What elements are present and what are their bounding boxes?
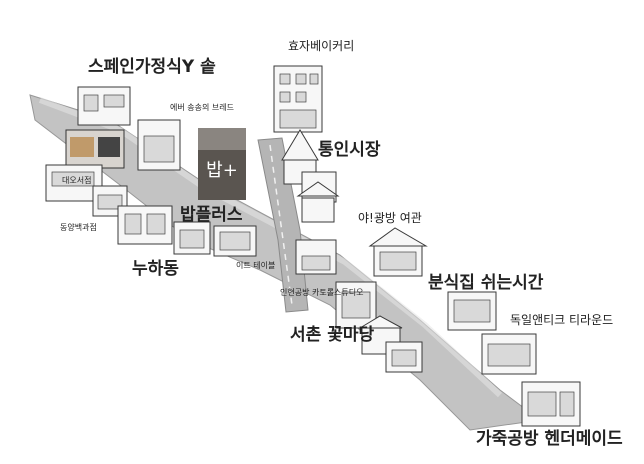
label-seochon-flower: 서촌 꽃마당 (290, 325, 374, 345)
building-small-1 (117, 205, 173, 245)
building-bunsikjip (447, 291, 497, 331)
label-dogil: 독일앤티크 티라운드 (510, 313, 613, 327)
building-leather (521, 381, 581, 427)
building-dongyang (92, 185, 128, 217)
building-bap-plus (173, 221, 211, 255)
label-bunsikjip: 분식집 쉬는시간 (428, 273, 544, 293)
label-bap-plus: 밥플러스 (180, 205, 243, 225)
bap-plus-photo: 밥+ (198, 128, 246, 200)
building-yeogwan (368, 227, 428, 277)
building-photo-shop (65, 129, 125, 169)
label-nuha-dong: 누하동 (132, 259, 179, 279)
label-yeogwan: 야!광방 여관 (358, 211, 422, 225)
label-leather: 가죽공방 헨더메이드 (476, 429, 623, 449)
photo-text: 밥+ (206, 160, 238, 181)
label-evermore: 에버 송송의 브레드 (170, 102, 234, 112)
label-tongin: 통인시장 (318, 140, 381, 160)
building-tongin (281, 129, 340, 223)
building-evermore (137, 119, 181, 171)
building-eat-table (213, 225, 257, 257)
building-incheonbang (335, 281, 377, 329)
label-dongyang: 동양백과점 (60, 222, 97, 232)
label-hyoja: 효자베이커리 (288, 39, 354, 53)
building-hyoja-bakery (273, 65, 323, 133)
building-daeo (295, 239, 337, 275)
label-spain-restaurant: 스페인가정식Y 솥 (88, 57, 216, 77)
building-dogil (481, 333, 537, 375)
building-spain-restaurant (77, 86, 131, 126)
label-daeo: 대오서점 (62, 175, 91, 185)
label-incheonbang: 인현공방 카토롤스튜디오 (280, 287, 364, 297)
building-seochon-flower (358, 315, 423, 373)
label-eat-table: 이트 테이블 (236, 260, 275, 270)
